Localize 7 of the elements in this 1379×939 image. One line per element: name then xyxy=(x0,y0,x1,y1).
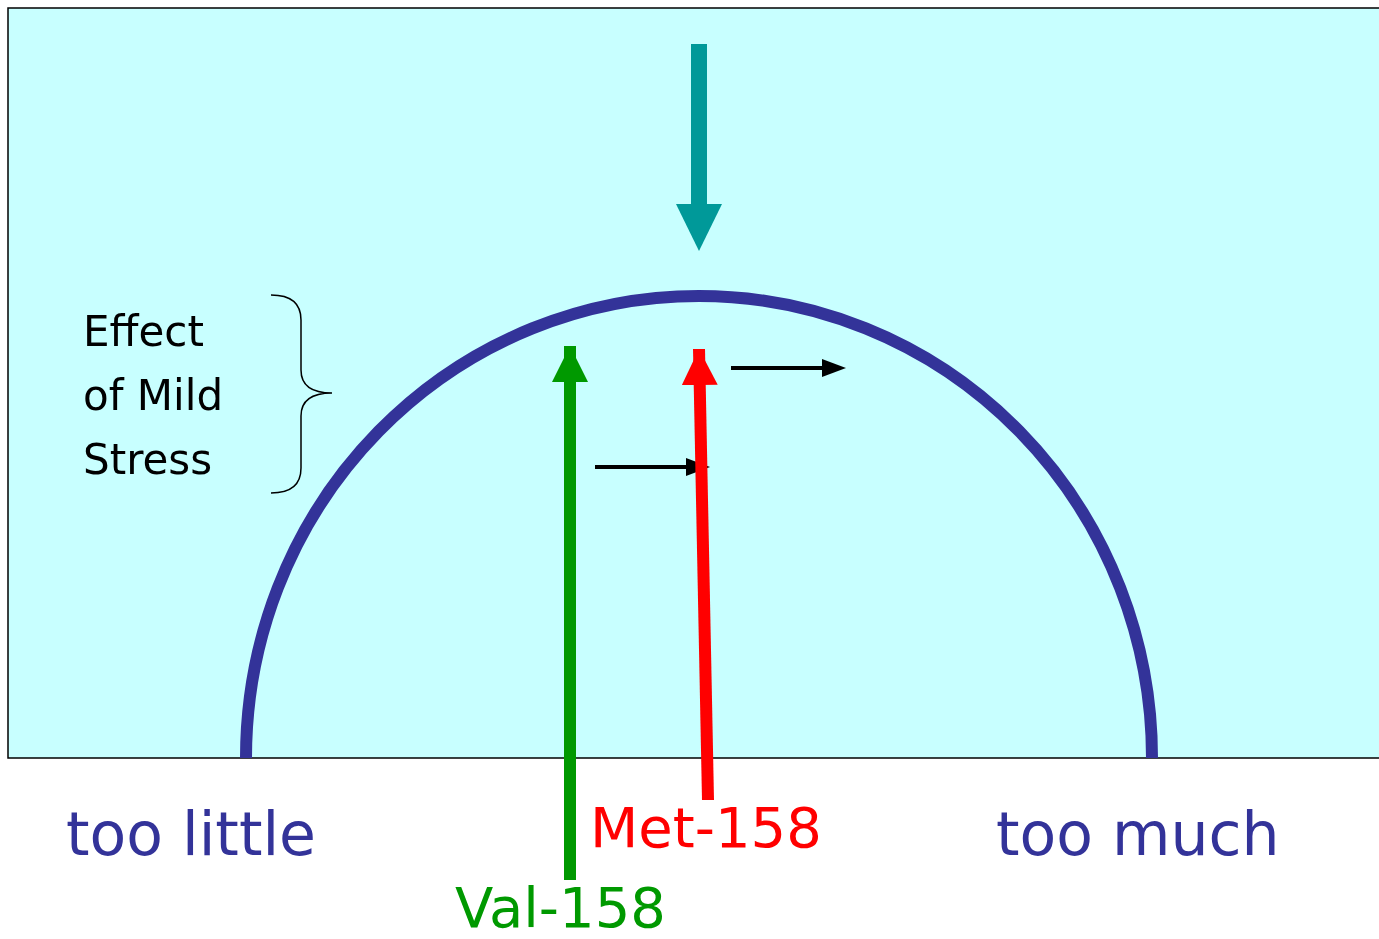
arrow xyxy=(552,346,588,880)
variant-label: Val-158 xyxy=(455,880,666,936)
annotation-text: Effect of Mild Stress xyxy=(83,306,225,486)
axis-label: too much xyxy=(996,798,1280,870)
axis-label: too little xyxy=(66,798,316,870)
arrow xyxy=(681,348,718,801)
variant-label: Met-158 xyxy=(590,800,822,856)
